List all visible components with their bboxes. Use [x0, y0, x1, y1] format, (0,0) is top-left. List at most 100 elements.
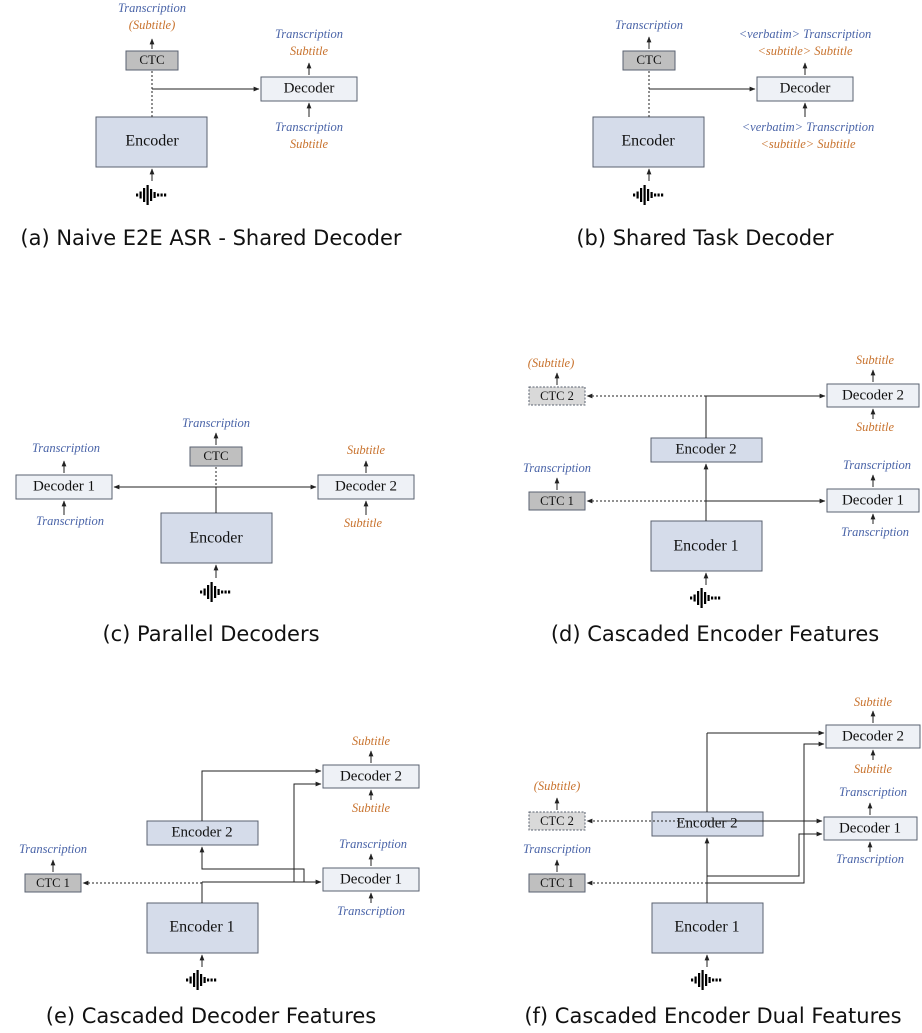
decoder-2-output-subtitle: Subtitle: [352, 734, 391, 748]
decoder-2-input-subtitle: Subtitle: [854, 762, 893, 776]
panel-b: Encoder CTC Decoder Transcription <verba…: [576, 18, 874, 250]
ctc-2-output-subtitle: (Subtitle): [528, 356, 575, 370]
caption-d: (d) Cascaded Encoder Features: [551, 622, 879, 646]
panel-e: Encoder 1 Encoder 2 Decoder 2 Decoder 1 …: [19, 734, 420, 1028]
decoder-2-box: [317, 474, 415, 500]
panel-c: Encoder CTC Decoder 1 Decoder 2 Transcri…: [15, 416, 415, 646]
decoder-2-output-subtitle: Subtitle: [854, 695, 893, 709]
encoder-2-label: Encoder 2: [676, 815, 737, 831]
decoder-2-box: [322, 764, 420, 789]
decoder-output-transcription: <verbatim> Transcription: [739, 27, 872, 41]
panel-f: Encoder 1 Encoder 2 Decoder 2 Decoder 1 …: [523, 695, 921, 1028]
decoder-2-output-subtitle: Subtitle: [347, 443, 386, 457]
ctc-1-box: [528, 873, 586, 893]
audio-waveform-icon: [200, 582, 231, 602]
ctc-1-output-transcription: Transcription: [523, 842, 591, 856]
ctc-output-transcription: Transcription: [615, 18, 683, 32]
audio-waveform-icon: [633, 185, 664, 205]
decoder-1-box: [826, 488, 920, 513]
ctc-2-output-subtitle: (Subtitle): [534, 779, 581, 793]
encoder-label: Encoder: [621, 133, 675, 150]
decoder-2-box: [826, 383, 920, 408]
decoder-1-box: [823, 816, 918, 841]
decoder-label: Decoder: [284, 80, 335, 96]
encoder-2-box: [146, 820, 259, 846]
ctc-1-label: CTC 1: [540, 494, 574, 508]
ctc-label: CTC: [636, 52, 661, 67]
encoder-box: [95, 116, 208, 168]
encoder-1-to-decoder-1-arrow: [707, 831, 823, 877]
decoder-box: [756, 76, 854, 102]
decoder-label: Decoder: [780, 80, 831, 96]
decoder-input-transcription: Transcription: [275, 120, 343, 134]
decoder-output-subtitle: Subtitle: [290, 44, 329, 58]
decoder-1-input-transcription: Transcription: [36, 514, 104, 528]
decoder-input-subtitle: <subtitle> Subtitle: [761, 137, 856, 151]
decoder-1-output-transcription: Transcription: [839, 785, 907, 799]
ctc-1-output-transcription: Transcription: [19, 842, 87, 856]
ctc-box: [125, 50, 179, 71]
panel-a: Encoder CTC Decoder Transcription (Subti…: [20, 1, 401, 250]
ctc-2-label: CTC 2: [540, 389, 574, 403]
ctc-1-box: [528, 491, 586, 511]
audio-waveform-icon: [690, 588, 721, 608]
encoder-2-box: [650, 437, 763, 463]
encoder-1-label: Encoder 1: [169, 919, 234, 936]
decoder-1-label: Decoder 1: [33, 478, 95, 494]
ctc-1-box: [24, 873, 82, 893]
decoder-1-box: [322, 867, 420, 892]
decoder-1-label: Decoder 1: [842, 492, 904, 508]
ctc-2-box: [528, 811, 586, 831]
decoder-box: [260, 76, 358, 102]
decoder-input-transcription: <verbatim> Transcription: [742, 120, 875, 134]
encoder-box: [592, 116, 705, 168]
caption-e: (e) Cascaded Decoder Features: [46, 1004, 376, 1028]
audio-waveform-icon: [691, 970, 722, 990]
decoder-2-label: Decoder 2: [842, 387, 904, 403]
decoder-2-input-subtitle: Subtitle: [856, 420, 895, 434]
decoder-1-output-transcription: Transcription: [339, 837, 407, 851]
decoder-input-subtitle: Subtitle: [290, 137, 329, 151]
encoder-1-box: [650, 520, 763, 572]
ctc-2-box: [528, 386, 586, 406]
encoder-2-label: Encoder 2: [675, 441, 736, 457]
caption-c: (c) Parallel Decoders: [102, 622, 319, 646]
decoder-1-input-transcription: Transcription: [337, 904, 405, 918]
decoder-1-label: Decoder 1: [340, 871, 402, 887]
ctc-box: [189, 446, 243, 467]
encoder-box: [160, 512, 273, 564]
encoder-2-label: Encoder 2: [171, 824, 232, 840]
ctc-1-label: CTC 1: [36, 876, 70, 890]
decoder-1-output-transcription: Transcription: [843, 458, 911, 472]
decoder-1-to-encoder-2-arrow: [199, 846, 305, 882]
decoder-output-subtitle: <subtitle> Subtitle: [758, 44, 853, 58]
decoder-1-box: [15, 474, 113, 500]
encoder-label: Encoder: [125, 133, 179, 150]
encoder-1-to-decoder-2-arrow: [707, 741, 825, 884]
ctc-1-output-transcription: Transcription: [523, 461, 591, 475]
caption-f: (f) Cascaded Encoder Dual Features: [524, 1004, 901, 1028]
decoder-2-input-subtitle: Subtitle: [352, 801, 391, 815]
ctc-1-label: CTC 1: [540, 876, 574, 890]
decoder-1-output-transcription: Transcription: [32, 441, 100, 455]
decoder-2-input-subtitle: Subtitle: [344, 516, 383, 530]
audio-waveform-icon: [136, 185, 167, 205]
decoder-output-transcription: Transcription: [275, 27, 343, 41]
encoder-label: Encoder: [189, 530, 243, 547]
ctc-2-label: CTC 2: [540, 814, 574, 828]
ctc-label: CTC: [203, 448, 228, 463]
panel-d: Encoder 1 Encoder 2 Decoder 2 Decoder 1 …: [523, 353, 920, 646]
decoder-1-input-transcription: Transcription: [836, 852, 904, 866]
caption-a: (a) Naive E2E ASR - Shared Decoder: [20, 226, 401, 250]
decoder-2-box: [825, 724, 921, 749]
ctc-output-transcription: Transcription: [182, 416, 250, 430]
decoder-2-output-subtitle: Subtitle: [856, 353, 895, 367]
decoder-2-label: Decoder 2: [340, 768, 402, 784]
ctc-box: [622, 50, 676, 71]
audio-waveform-icon: [186, 970, 217, 990]
ctc-output-transcription: Transcription: [118, 1, 186, 15]
decoder-1-input-transcription: Transcription: [841, 525, 909, 539]
ctc-output-subtitle: (Subtitle): [129, 18, 176, 32]
encoder-1-label: Encoder 1: [674, 919, 739, 936]
